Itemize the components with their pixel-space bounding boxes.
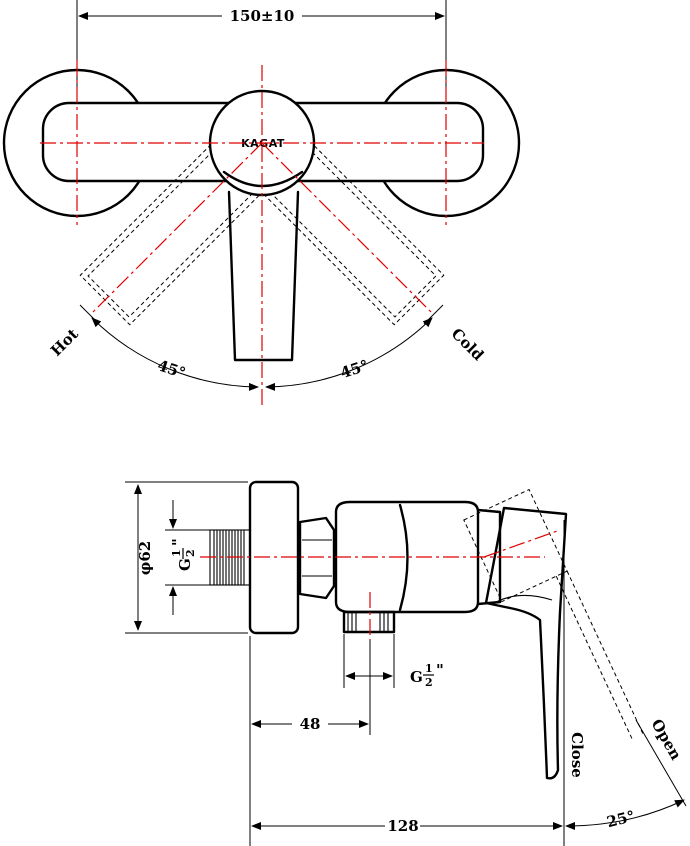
open-reference-line <box>635 719 687 807</box>
thread-outlet-inch: " <box>436 661 444 679</box>
length-dimension: 128 <box>387 817 418 835</box>
open-angle-label: 25° <box>605 807 637 831</box>
centerline-lever-open <box>483 529 561 558</box>
angle-left-label: 45° <box>155 356 188 382</box>
hex-nut-faces <box>302 539 332 577</box>
centerline-hot <box>91 142 263 314</box>
tick-cold <box>423 304 444 325</box>
thread-inlet-den: 2 <box>184 549 197 557</box>
cold-label: Cold <box>448 325 488 365</box>
thread-inlet-label: G 1 2 " <box>169 538 197 571</box>
angle-arc-right <box>265 317 433 391</box>
close-label: Close <box>568 732 586 778</box>
angle-right-label: 45° <box>338 356 371 382</box>
lever-side-inner <box>495 594 553 603</box>
width-dimension: 150±10 <box>230 7 295 25</box>
lever-ghost-open <box>463 488 644 740</box>
side-view: φ62 G 1 2 " <box>125 480 687 846</box>
thread-inlet-g: G <box>176 558 194 571</box>
thread-outlet-label: G 1 2 " <box>410 661 444 689</box>
body-contour <box>398 503 409 612</box>
thread-outlet-den: 2 <box>425 676 433 689</box>
centerline-cold <box>261 142 433 314</box>
hex-nut <box>298 516 336 600</box>
lever-side <box>484 506 568 780</box>
thread-hatching <box>213 530 245 585</box>
top-view: 150±10 KAGAT 45° 4 <box>2 0 521 405</box>
lever-handle <box>227 190 300 362</box>
open-label: Open <box>648 716 686 763</box>
thread-inlet-inch: " <box>169 538 187 546</box>
tick-hot <box>79 304 100 325</box>
thread-inlet-num: 1 <box>170 549 183 557</box>
angle-arc-open <box>565 799 685 830</box>
thread-outlet-num: 1 <box>425 662 433 675</box>
diameter-dimension: φ62 <box>136 541 154 575</box>
hot-label: Hot <box>47 325 82 360</box>
angle-arc-left <box>91 317 259 391</box>
depth-dimension: 48 <box>300 715 321 733</box>
mixer-body-side <box>334 500 480 614</box>
outlet-thread-hatching <box>347 612 389 632</box>
outlet-nipple <box>342 610 396 634</box>
thread-outlet-g: G <box>410 668 423 686</box>
